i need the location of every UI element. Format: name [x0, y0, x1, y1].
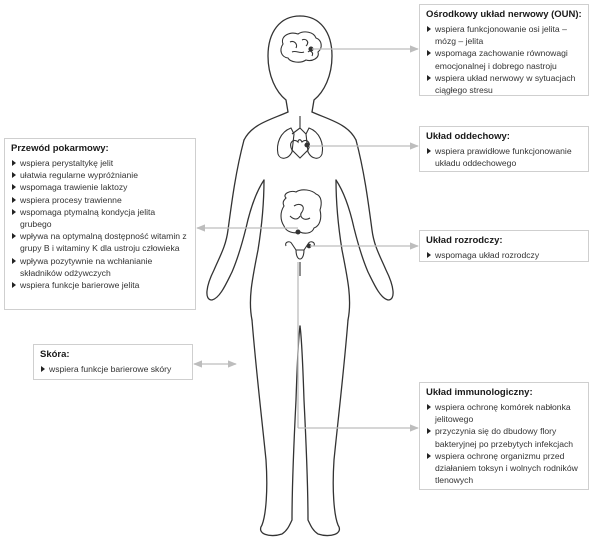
list-item-text: wpływa na optymalną dostępność witamin z… — [20, 231, 187, 254]
list-item-text: wpływa pozytywnie na wchłanianie składni… — [20, 255, 153, 278]
brain-organ — [280, 31, 322, 63]
bullet-triangle-icon — [12, 257, 16, 264]
cns-box: Ośrodkowy układ nerwowy (OUN): wspiera fu… — [419, 4, 589, 96]
bullet-triangle-icon — [427, 50, 431, 57]
respiratory-list: wspiera prawidłowe funkcjonowanie układu… — [426, 145, 582, 169]
digestive-title: Przewód pokarmowy: — [11, 143, 109, 154]
list-item-text: wspiera procesy trawienne — [20, 194, 122, 205]
list-item: wspiera układ nerwowy w sytuacjach ciągł… — [426, 72, 582, 96]
bullet-triangle-icon — [427, 252, 431, 258]
list-item-text: wspiera prawidłowe funkcjonowanie układu… — [435, 146, 572, 169]
list-item: wspiera funkcje barierowe jelita — [11, 279, 189, 291]
bullet-triangle-icon — [12, 184, 16, 191]
respiratory-title: Układ oddechowy: — [426, 131, 510, 142]
human-silhouette — [206, 15, 394, 537]
immune-list: wspiera ochronę komórek nabłonka jelitow… — [426, 401, 582, 486]
list-item: wspomaga trawienie laktozy — [11, 181, 189, 193]
list-item-text: wspomaga ptymalną kondycja jelita grubeg… — [20, 206, 156, 230]
list-item-text: wspiera funkcjonowanie osi jelita – mózg… — [435, 24, 567, 47]
list-item: wspiera perystaltykę jelit — [11, 157, 189, 169]
reproductive-title: Układ rozrodczy: — [426, 235, 503, 246]
lungs-heart-organ — [276, 116, 324, 159]
list-item-text: wspiera ochronę komórek nabłonka jelitow… — [435, 402, 571, 425]
list-item: wspiera ochronę komórek nabłonka jelitow… — [426, 401, 582, 425]
list-item-text: przyczynia się do dbudowy flory bakteryj… — [435, 426, 574, 449]
list-item: wpływa pozytywnie na wchłanianie składni… — [11, 255, 189, 279]
digestive-box: Przewód pokarmowy: wspiera perystaltykę j… — [4, 138, 196, 310]
list-item: wspomaga układ rozrodczy — [426, 249, 582, 261]
list-item: ułatwia regularne wypróżnianie — [11, 169, 189, 181]
bullet-triangle-icon — [12, 208, 16, 215]
bullet-triangle-icon — [427, 148, 431, 154]
bullet-triangle-icon — [427, 428, 431, 435]
bullet-triangle-icon — [12, 196, 16, 203]
bullet-triangle-icon — [12, 172, 16, 179]
connector-arrows — [193, 45, 419, 432]
list-item: wspiera procesy trawienne — [11, 194, 189, 206]
cns-list: wspiera funkcjonowanie osi jelita – mózg… — [426, 23, 582, 96]
list-item: wspiera funkcjonowanie osi jelita – mózg… — [426, 23, 582, 47]
list-item: wspiera ochronę organizmu przed działani… — [426, 450, 582, 487]
skin-list: wspiera funkcje barierowe skóry — [40, 363, 186, 375]
intestines-organ — [280, 189, 322, 235]
list-item-text: wspomaga zachowanie równowagi emocjonaln… — [435, 48, 568, 71]
bullet-triangle-icon — [427, 26, 431, 32]
respiratory-box: Układ oddechowy: wspiera prawidłowe funkc… — [419, 126, 589, 172]
list-item: wspomaga zachowanie równowagi emocjonaln… — [426, 47, 582, 71]
list-item-text: wspiera układ nerwowy w sytuacjach ciągł… — [435, 72, 576, 96]
immune-box: Układ immunologiczny: wspiera ochronę kom… — [419, 382, 589, 490]
bullet-triangle-icon — [427, 74, 431, 81]
reproductive-list: wspomaga układ rozrodczy — [426, 249, 582, 261]
list-item-text: ułatwia regularne wypróżnianie — [20, 170, 138, 181]
uterus-organ — [285, 241, 315, 276]
bullet-triangle-icon — [12, 282, 16, 289]
immune-title: Układ immunologiczny: — [426, 387, 533, 398]
digestive-list: wspiera perystaltykę jelit ułatwia regula… — [11, 157, 189, 291]
skin-box: Skóra: wspiera funkcje barierowe skóry — [33, 344, 193, 380]
list-item-text: wspomaga trawienie laktozy — [20, 182, 128, 193]
list-item-text: wspiera funkcje barierowe jelita — [20, 280, 140, 291]
list-item: przyczynia się do dbudowy flory bakteryj… — [426, 425, 582, 449]
reproductive-box: Układ rozrodczy: wspomaga układ rozrodczy — [419, 230, 589, 262]
list-item-text: wspiera perystaltykę jelit — [20, 158, 114, 168]
bullet-triangle-icon — [41, 366, 45, 372]
list-item-text: wspomaga układ rozrodczy — [435, 250, 540, 260]
list-item-text: wspiera ochronę organizmu przed działani… — [435, 450, 578, 486]
list-item: wpływa na optymalną dostępność witamin z… — [11, 230, 189, 254]
bullet-triangle-icon — [12, 160, 16, 166]
list-item-text: wspiera funkcje barierowe skóry — [49, 364, 172, 374]
list-item: wspiera funkcje barierowe skóry — [40, 363, 186, 375]
bullet-triangle-icon — [427, 404, 431, 410]
list-item: wspiera prawidłowe funkcjonowanie układu… — [426, 145, 582, 169]
bullet-triangle-icon — [427, 452, 431, 459]
bullet-triangle-icon — [12, 233, 16, 240]
cns-title: Ośrodkowy układ nerwowy (OUN): — [426, 9, 582, 20]
list-item: wspomaga ptymalną kondycja jelita grubeg… — [11, 206, 189, 230]
skin-title: Skóra: — [40, 349, 70, 360]
